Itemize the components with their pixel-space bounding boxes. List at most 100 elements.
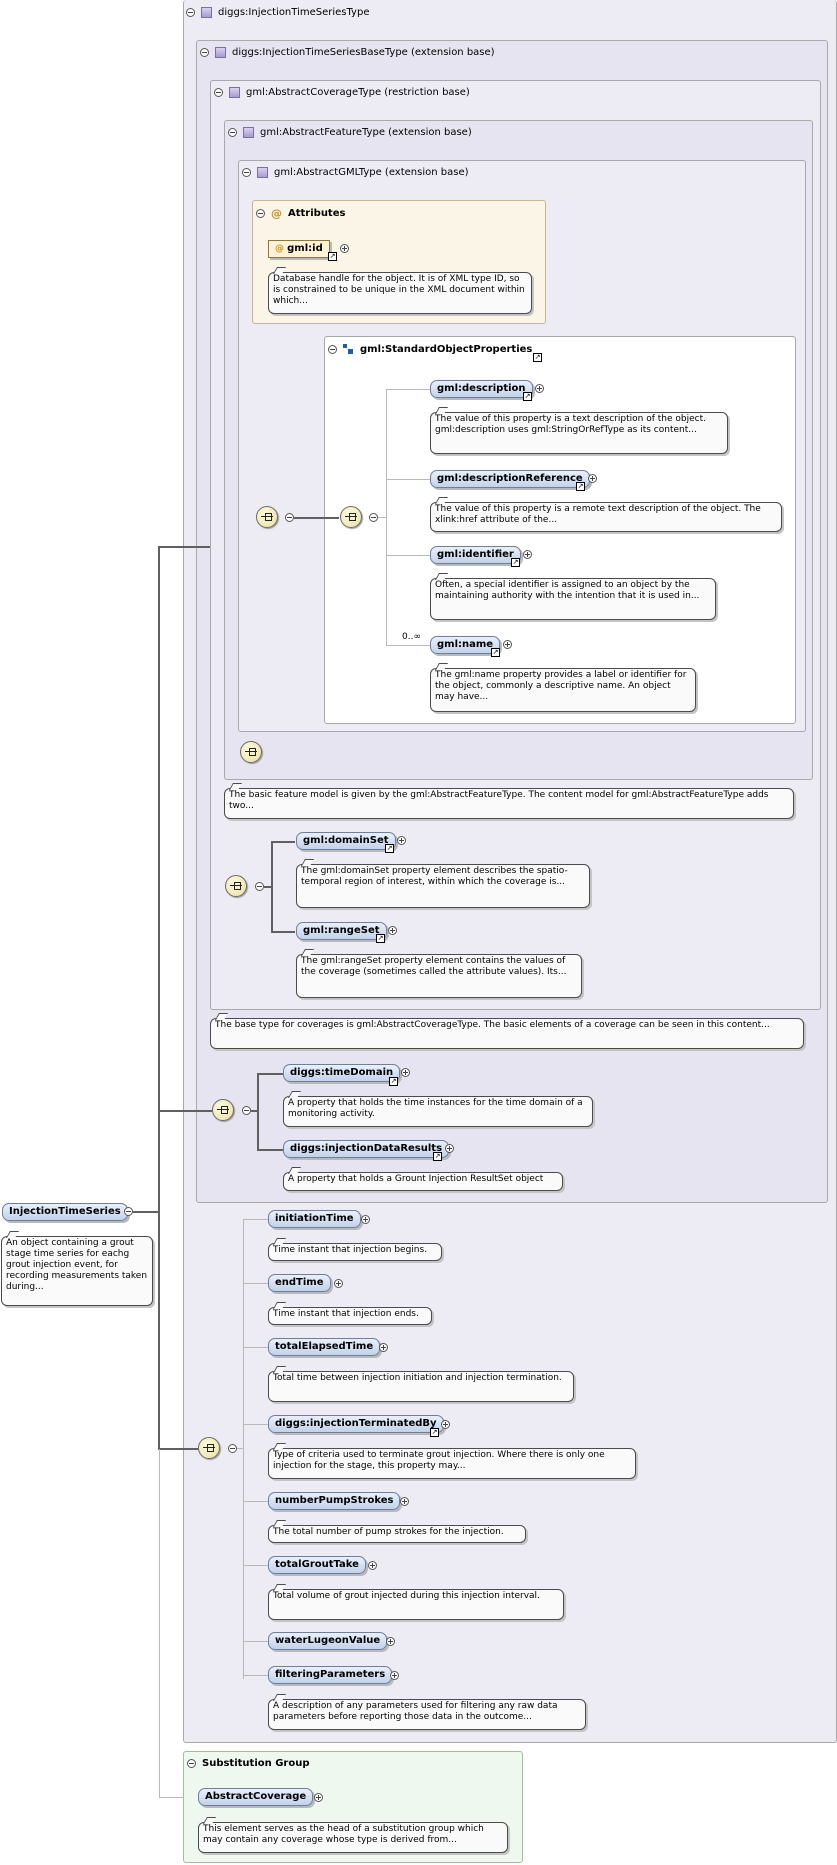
gml-description-reference-element[interactable]: gml:descriptionReference	[430, 470, 590, 488]
expand-icon[interactable]	[379, 1343, 388, 1352]
expand-icon[interactable]	[340, 244, 349, 253]
total-grout-take-element[interactable]: totalGroutTake	[268, 1556, 366, 1574]
expand-icon[interactable]	[361, 1215, 370, 1224]
link-arrow-icon[interactable]: ↗	[533, 353, 542, 362]
attribute-label: gml:id	[287, 243, 323, 254]
collapse-icon[interactable]	[214, 88, 223, 97]
diggs-injectiondataresults-element[interactable]: diggs:injectionDataResults	[283, 1140, 450, 1158]
collapse-icon[interactable]	[242, 168, 251, 177]
collapse-icon[interactable]	[200, 48, 209, 57]
end-time-element[interactable]: endTime	[268, 1274, 331, 1292]
attributes-header: @ Attributes	[256, 207, 345, 220]
sop-header: gml:StandardObjectProperties	[328, 344, 532, 355]
expand-icon[interactable]	[390, 1671, 399, 1680]
gml-name-doc: The gml:name property provides a label o…	[430, 668, 696, 712]
attribute-icon: @	[271, 207, 282, 220]
expand-icon[interactable]	[523, 550, 532, 559]
number-pump-strokes-doc: The total number of pump strokes for the…	[268, 1525, 526, 1543]
gml-rangeset-element[interactable]: gml:rangeSet	[296, 922, 387, 940]
collapse-icon[interactable]	[187, 1759, 196, 1768]
injection-time-series-element[interactable]: InjectionTimeSeries	[2, 1203, 128, 1221]
expand-icon[interactable]	[503, 640, 512, 649]
gml-description-element[interactable]: gml:description	[430, 380, 533, 398]
water-lugeon-value-element[interactable]: waterLugeonValue	[268, 1632, 388, 1650]
end-time-doc: Time instant that injection ends.	[268, 1307, 432, 1325]
substitution-group-title: Substitution Group	[202, 1758, 310, 1769]
collapse-icon[interactable]	[255, 882, 264, 891]
expand-icon[interactable]	[401, 1068, 410, 1077]
collapse-icon[interactable]	[186, 8, 195, 17]
abstract-coverage-element[interactable]: AbstractCoverage	[198, 1788, 314, 1806]
filtering-parameters-element[interactable]: filteringParameters	[268, 1666, 393, 1684]
type-title: gml:AbstractCoverageType (restriction ba…	[246, 87, 470, 98]
initiation-time-element[interactable]: initiationTime	[268, 1210, 361, 1228]
complex-type-icon	[201, 7, 212, 18]
link-arrow-icon[interactable]: ↗	[385, 844, 394, 853]
diggs-timedomain-doc: A property that holds the time instances…	[283, 1096, 593, 1127]
expand-icon[interactable]	[535, 384, 544, 393]
link-arrow-icon[interactable]: ↗	[433, 1152, 442, 1161]
link-arrow-icon[interactable]: ↗	[576, 482, 585, 491]
complex-type-icon	[243, 127, 254, 138]
link-arrow-icon[interactable]: ↗	[328, 252, 337, 261]
gml-rangeset-doc: The gml:rangeSet property element contai…	[296, 954, 582, 998]
expand-icon[interactable]	[386, 1637, 395, 1646]
coverage-type-header: gml:AbstractCoverageType (restriction ba…	[214, 87, 470, 98]
gml-identifier-element[interactable]: gml:identifier	[430, 546, 521, 564]
sequence-icon[interactable]	[256, 506, 278, 528]
coverage-doc: The base type for coverages is gml:Abstr…	[210, 1018, 804, 1049]
link-arrow-icon[interactable]: ↗	[523, 392, 532, 401]
total-elapsed-time-element[interactable]: totalElapsedTime	[268, 1338, 381, 1356]
filtering-parameters-doc: A description of any parameters used for…	[268, 1699, 586, 1730]
expand-icon[interactable]	[441, 1420, 450, 1429]
expand-icon[interactable]	[445, 1144, 454, 1153]
collapse-icon[interactable]	[124, 1207, 133, 1216]
injection-terminated-by-doc: Type of criteria used to terminate grout…	[268, 1448, 636, 1479]
sequence-icon[interactable]	[225, 875, 247, 897]
collapse-icon[interactable]	[228, 1444, 237, 1453]
gml-name-element[interactable]: gml:name	[430, 636, 501, 654]
expand-icon[interactable]	[388, 926, 397, 935]
collapse-icon[interactable]	[369, 513, 378, 522]
base-type-header: diggs:InjectionTimeSeriesBaseType (exten…	[200, 47, 495, 58]
sequence-icon[interactable]	[340, 506, 362, 528]
expand-icon[interactable]	[588, 474, 597, 483]
gml-id-attribute[interactable]: @ gml:id	[268, 240, 330, 258]
diggs-timedomain-element[interactable]: diggs:timeDomain	[283, 1064, 401, 1082]
feature-type-header: gml:AbstractFeatureType (extension base)	[228, 127, 472, 138]
link-arrow-icon[interactable]: ↗	[376, 934, 385, 943]
total-grout-take-doc: Total volume of grout injected during th…	[268, 1589, 564, 1620]
collapse-icon[interactable]	[228, 128, 237, 137]
collapse-icon[interactable]	[256, 209, 265, 218]
gml-domainset-element[interactable]: gml:domainSet	[296, 832, 396, 850]
gml-description-reference-doc: The value of this property is a remote t…	[430, 502, 782, 532]
diggs-injectiondataresults-doc: A property that holds a Grount Injection…	[283, 1172, 563, 1191]
link-arrow-icon[interactable]: ↗	[511, 558, 520, 567]
expand-icon[interactable]	[397, 836, 406, 845]
attribute-icon: @	[275, 244, 288, 254]
name-occurrence: 0..∞	[402, 632, 421, 642]
number-pump-strokes-element[interactable]: numberPumpStrokes	[268, 1492, 401, 1510]
collapse-icon[interactable]	[328, 345, 337, 354]
gml-id-doc: Database handle for the object. It is of…	[268, 272, 532, 314]
expand-icon[interactable]	[368, 1561, 377, 1570]
sequence-icon[interactable]	[198, 1437, 220, 1459]
collapse-icon[interactable]	[285, 513, 294, 522]
feature-doc: The basic feature model is given by the …	[224, 788, 794, 819]
collapse-icon[interactable]	[242, 1106, 251, 1115]
gml-identifier-doc: Often, a special identifier is assigned …	[430, 578, 716, 620]
sequence-icon[interactable]	[240, 741, 262, 763]
type-title: diggs:InjectionTimeSeriesType	[218, 7, 370, 18]
expand-icon[interactable]	[314, 1793, 323, 1802]
injection-terminated-by-element[interactable]: diggs:injectionTerminatedBy	[268, 1415, 444, 1433]
link-arrow-icon[interactable]: ↗	[491, 648, 500, 657]
link-arrow-icon[interactable]: ↗	[389, 1077, 398, 1086]
gml-description-doc: The value of this property is a text des…	[430, 412, 728, 454]
gml-type-header: gml:AbstractGMLType (extension base)	[242, 167, 469, 178]
type-title: gml:AbstractGMLType (extension base)	[274, 167, 469, 178]
abstract-coverage-doc: This element serves as the head of a sub…	[198, 1822, 508, 1853]
link-arrow-icon[interactable]: ↗	[430, 1428, 439, 1437]
expand-icon[interactable]	[400, 1497, 409, 1506]
sequence-icon[interactable]	[212, 1099, 234, 1121]
expand-icon[interactable]	[334, 1279, 343, 1288]
